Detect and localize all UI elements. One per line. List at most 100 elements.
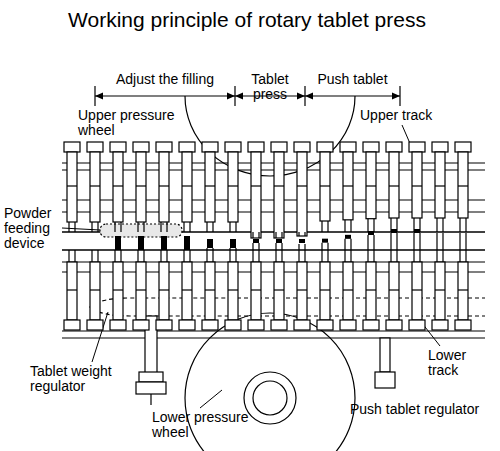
lower-punch-tip xyxy=(258,243,259,262)
upper-punch-head xyxy=(294,142,310,152)
lower-punch-head xyxy=(409,320,425,330)
upper-punch-tip xyxy=(114,222,115,232)
tablet xyxy=(391,229,397,233)
lower-punch-tip xyxy=(413,233,414,262)
lower-punch-body xyxy=(159,262,169,320)
lower-punch-ring xyxy=(412,289,422,290)
upper-punch-tip xyxy=(465,218,466,232)
upper-punch-body xyxy=(412,152,422,218)
tablet xyxy=(253,239,259,243)
upper-punch-tip xyxy=(229,222,230,232)
upper-punch-body xyxy=(136,152,146,222)
upper-punch-head xyxy=(156,142,172,152)
lower-punch-tip xyxy=(114,250,115,262)
push-tablet-regulator xyxy=(375,338,395,388)
lower-punch-head xyxy=(340,320,356,330)
upper-punch-body xyxy=(435,152,445,218)
lower-punch-ring xyxy=(320,289,330,290)
upper-punch-head xyxy=(64,142,80,152)
lower-punch-head xyxy=(110,320,126,330)
lower-punch-ring xyxy=(343,289,353,290)
part-label: Tablet weight regulator xyxy=(30,364,130,394)
upper-punch-head xyxy=(110,142,126,152)
lower-punch-body xyxy=(274,262,284,320)
powder-fill xyxy=(115,236,121,250)
upper-punch-head xyxy=(248,142,264,152)
upper-punch-ring xyxy=(136,185,146,186)
upper-punch-body xyxy=(297,152,307,236)
tablet xyxy=(322,239,328,243)
upper-punch-ring xyxy=(182,185,192,186)
upper-punch-ring xyxy=(320,185,330,186)
lower-punch-body xyxy=(343,262,353,320)
upper-punch-tip xyxy=(436,218,437,232)
lower-punch-head xyxy=(179,320,195,330)
upper-punch-body xyxy=(67,152,77,222)
upper-punch-body xyxy=(159,152,169,222)
upper-punch-ring xyxy=(113,185,123,186)
lower-punch-head xyxy=(87,320,103,330)
lower-punch-head xyxy=(455,320,471,330)
tablet xyxy=(345,235,351,239)
upper-punch-tip xyxy=(442,218,443,232)
lower-punch-ring xyxy=(90,289,100,290)
lower-punch-ring xyxy=(389,289,399,290)
upper-punch-tip xyxy=(189,222,190,232)
upper-punch-tip xyxy=(252,232,253,238)
title-text: Working principle of rotary tablet press xyxy=(0,8,497,32)
upper-punch-tip xyxy=(327,221,328,232)
upper-punch-ring xyxy=(228,185,238,186)
part-label: Lower track xyxy=(428,348,488,378)
lower-punch-tip xyxy=(235,248,236,262)
upper-punch-ring xyxy=(458,185,468,186)
lower-punch-body xyxy=(228,262,238,320)
upper-punch-tip xyxy=(275,232,276,238)
lower-punch-body xyxy=(320,262,330,320)
upper-punch-ring xyxy=(366,185,376,186)
lower-punch-head xyxy=(271,320,287,330)
lower-punch-tip xyxy=(160,250,161,262)
upper-punch-head xyxy=(271,142,287,152)
upper-punch-body xyxy=(343,152,353,220)
lower-punch-tip xyxy=(436,233,437,262)
lower-punch-head xyxy=(202,320,218,330)
lower-punch-tip xyxy=(298,244,299,262)
tablet xyxy=(414,229,420,233)
upper-punch-tip xyxy=(137,222,138,232)
tablet xyxy=(276,239,282,243)
lower-punch-head xyxy=(248,320,264,330)
powder-feeder xyxy=(100,224,182,237)
upper-punch-body xyxy=(251,152,261,238)
upper-punch-head xyxy=(225,142,241,152)
lower-punch-head xyxy=(363,320,379,330)
upper-punch-tip xyxy=(344,220,345,232)
lower-punch-ring xyxy=(366,289,376,290)
lower-punch-ring xyxy=(228,289,238,290)
stage-label: Tablet press xyxy=(235,72,305,102)
part-label: Lower pressure wheel xyxy=(152,410,262,440)
upper-punch-ring xyxy=(412,185,422,186)
lower-punch-tip xyxy=(304,244,305,262)
upper-punch-body xyxy=(113,152,123,222)
upper-punch-head xyxy=(386,142,402,152)
upper-punch-ring xyxy=(159,185,169,186)
lower-punch-body xyxy=(297,262,307,320)
upper-punch-head xyxy=(455,142,471,152)
upper-punch-tip xyxy=(212,222,213,232)
upper-punch-body xyxy=(228,152,238,222)
lower-punch-ring xyxy=(182,289,192,290)
lower-punch-body xyxy=(136,262,146,320)
upper-punch-ring xyxy=(389,185,399,186)
upper-punch-tip xyxy=(350,220,351,232)
lower-punch-tip xyxy=(74,250,75,262)
lower-punch-tip xyxy=(189,250,190,262)
powder-fill xyxy=(138,236,144,250)
tablet xyxy=(299,239,305,243)
part-label: Push tablet regulator xyxy=(350,402,490,417)
upper-punch-tip xyxy=(235,222,236,232)
tablet xyxy=(368,231,374,235)
upper-punch-tip xyxy=(304,232,305,236)
upper-punch-head xyxy=(133,142,149,152)
upper-punch-head xyxy=(202,142,218,152)
lower-punch-tip xyxy=(327,243,328,262)
